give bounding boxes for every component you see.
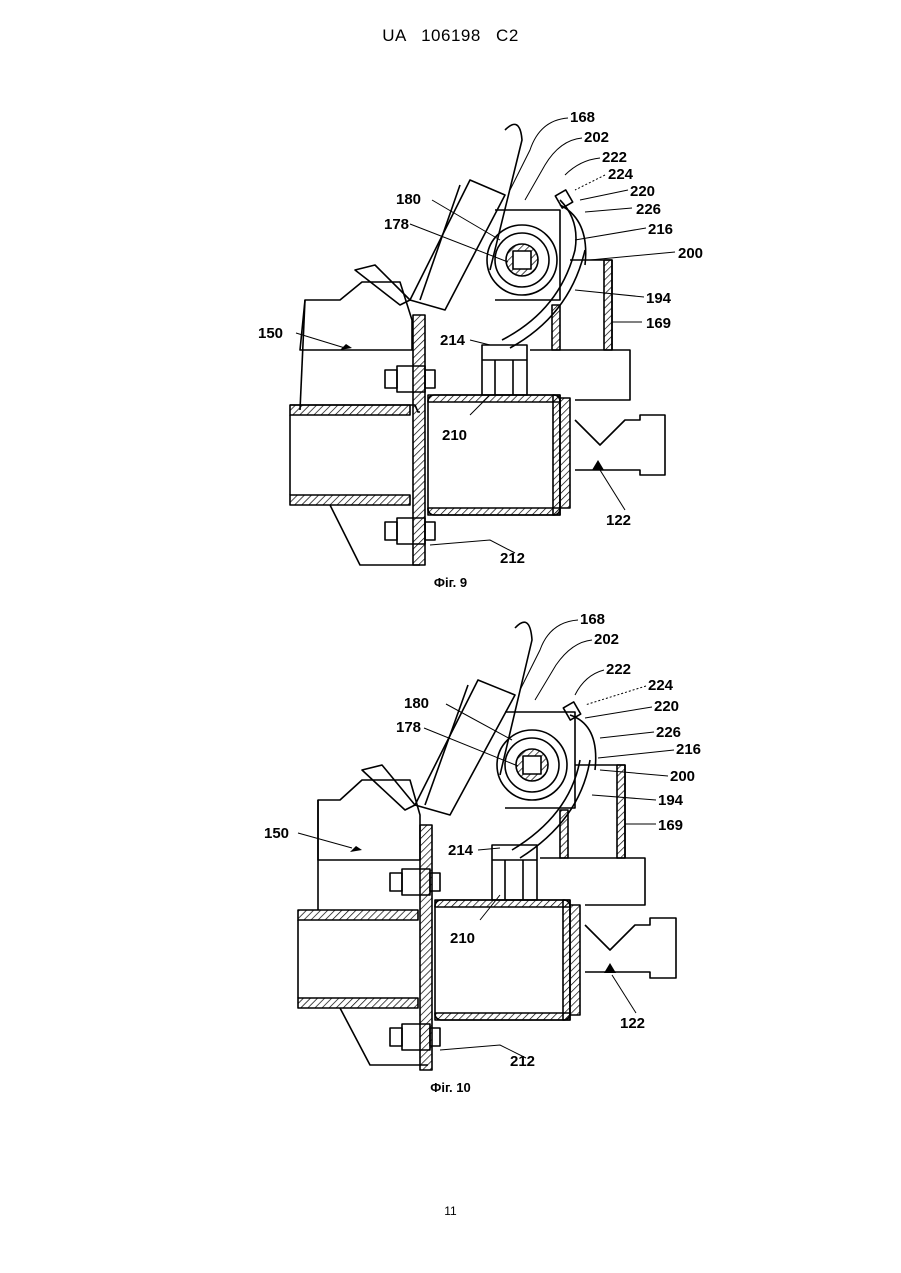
label-169: 169	[646, 315, 671, 332]
label-216: 216	[648, 221, 673, 238]
label-224: 224	[608, 166, 634, 183]
page-number: 11	[0, 1204, 901, 1218]
arrow-122	[592, 460, 604, 470]
label-194: 194	[658, 792, 684, 809]
figure-10-caption: Фіг. 10	[0, 1080, 901, 1095]
arm-226	[570, 715, 596, 770]
label-150: 150	[258, 325, 283, 342]
label-168: 168	[570, 109, 595, 126]
lower-bolt	[385, 518, 435, 544]
label-178: 178	[396, 719, 421, 736]
label-224: 224	[648, 677, 674, 694]
label-212: 212	[500, 550, 525, 567]
arrow-122	[604, 963, 616, 973]
label-222: 222	[602, 149, 627, 166]
label-216: 216	[676, 741, 701, 758]
label-200: 200	[678, 245, 703, 262]
box-210	[435, 900, 570, 1020]
label-220: 220	[654, 698, 679, 715]
label-226: 226	[656, 724, 681, 741]
label-194: 194	[646, 290, 672, 307]
label-180: 180	[404, 695, 429, 712]
label-178: 178	[384, 216, 409, 233]
label-150: 150	[264, 825, 289, 842]
figure-10-drawing: 168 202 222 224 220 226 216 200 180 178 …	[0, 600, 901, 1100]
sprocket-178	[487, 225, 557, 295]
figure-9-caption: Фіг. 9	[0, 575, 901, 590]
figure-9: 168 202 222 224 220 226 216 200 180 178 …	[0, 0, 901, 600]
label-212: 212	[510, 1053, 535, 1070]
label-210: 210	[442, 427, 467, 444]
label-122: 122	[620, 1015, 645, 1032]
label-214: 214	[440, 332, 466, 349]
figure-10: 168 202 222 224 220 226 216 200 180 178 …	[0, 600, 901, 1100]
label-226: 226	[636, 201, 661, 218]
arrow-150	[350, 846, 362, 852]
label-202: 202	[584, 129, 609, 146]
label-169: 169	[658, 817, 683, 834]
label-220: 220	[630, 183, 655, 200]
label-180: 180	[396, 191, 421, 208]
upper-bolt	[385, 366, 435, 392]
actuator-214	[492, 845, 537, 900]
label-210: 210	[450, 930, 475, 947]
label-168: 168	[580, 611, 605, 628]
label-122: 122	[606, 512, 631, 529]
sprocket-178	[497, 730, 567, 800]
label-214: 214	[448, 842, 474, 859]
panel-168	[415, 680, 515, 815]
label-202: 202	[594, 631, 619, 648]
figure-9-drawing: 168 202 222 224 220 226 216 200 180 178 …	[0, 0, 901, 600]
label-200: 200	[670, 768, 695, 785]
box-210	[428, 395, 560, 515]
label-222: 222	[606, 661, 631, 678]
actuator-214	[482, 345, 527, 395]
